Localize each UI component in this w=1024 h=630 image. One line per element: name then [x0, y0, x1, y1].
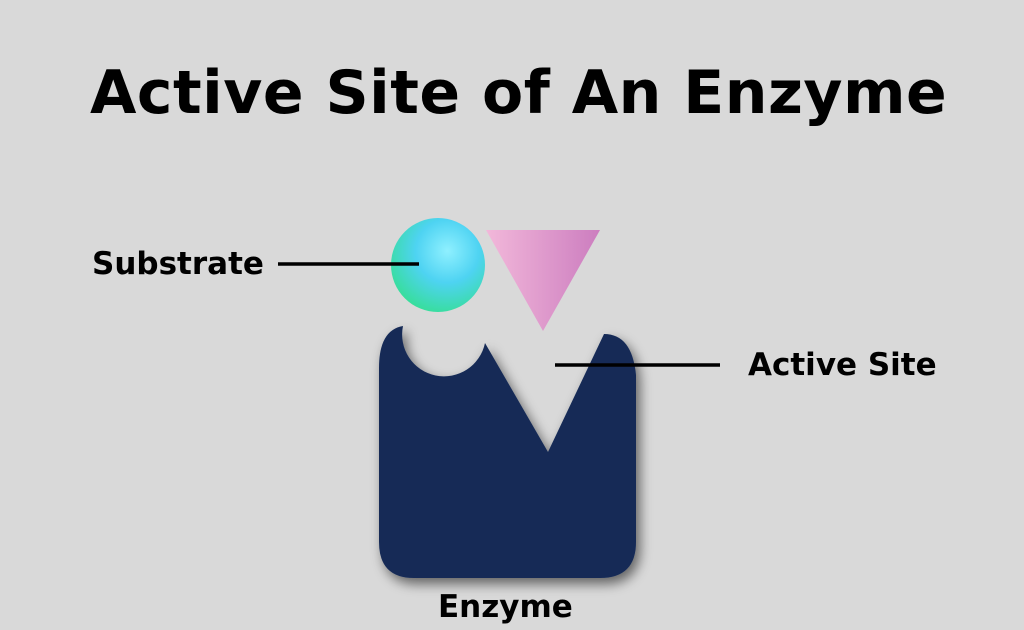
active-site-label: Active Site: [748, 347, 937, 383]
enzyme-label: Enzyme: [438, 589, 573, 625]
substrate-label: Substrate: [92, 246, 264, 282]
diagram-title: Active Site of An Enzyme: [90, 58, 948, 128]
substrate-triangle: [486, 230, 600, 331]
substrate-sphere: [391, 218, 485, 312]
enzyme-body: [379, 326, 636, 578]
